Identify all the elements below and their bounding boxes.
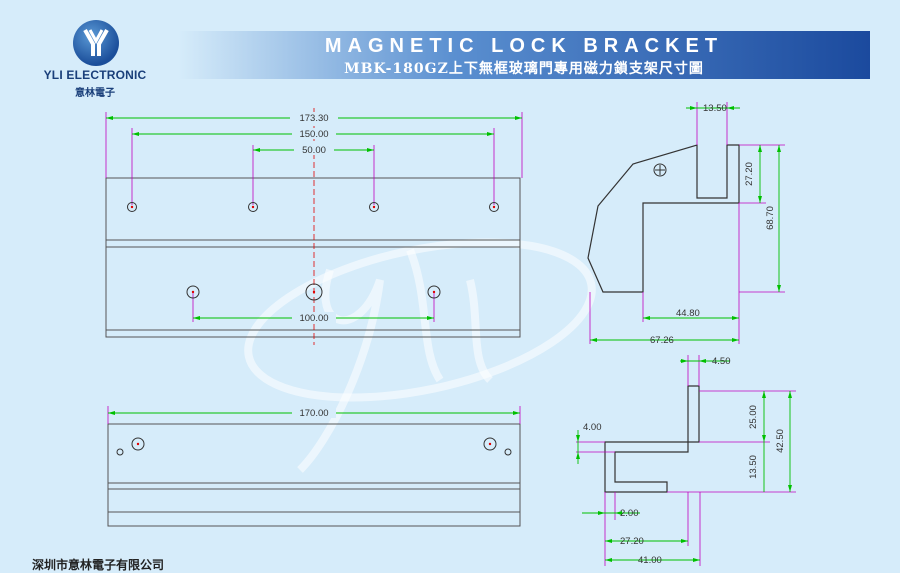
mounting-hole xyxy=(116,448,124,456)
dim-outer-holes: 150.00 xyxy=(299,129,328,140)
title-banner: MAGNETIC LOCK BRACKET MBK-180GZ上下無框玻璃門專用… xyxy=(178,31,870,79)
mounting-hole xyxy=(427,285,441,299)
dim-inner-holes: 50.00 xyxy=(302,145,326,156)
bottom-view: 170.00 xyxy=(107,406,521,527)
profile-view: 4.50 25.00 42.50 13.50 4.00 2.00 27.20 4… xyxy=(576,355,796,566)
dim-inner-depth: 44.80 xyxy=(676,308,700,319)
mounting-hole xyxy=(489,202,499,212)
mounting-hole xyxy=(248,202,258,212)
dim-thickness: 4.50 xyxy=(712,356,731,367)
mounting-hole xyxy=(369,202,379,212)
watermark-logo xyxy=(244,238,596,473)
dim-inner-lip: 2.00 xyxy=(620,508,639,519)
mounting-hole xyxy=(127,202,137,212)
dim-top-flange: 13.50 xyxy=(703,103,727,114)
dim-total-height-profile: 42.50 xyxy=(775,429,786,453)
brand-logo: YLI ELECTRONIC 意林電子 xyxy=(30,12,160,102)
dim-flange-height: 27.20 xyxy=(744,162,755,186)
dim-overall-top: 173.30 xyxy=(299,113,328,124)
dim-lower-holes: 100.00 xyxy=(299,313,328,324)
top-view: 173.30 150.00 50.00 100.00 xyxy=(105,108,523,345)
dim-overall-bottom: 170.00 xyxy=(299,408,328,419)
page-title: MAGNETIC LOCK BRACKET xyxy=(324,35,724,57)
dim-total-height: 68.70 xyxy=(765,206,776,230)
side-view: 13.50 27.20 68.70 44.80 67.26 xyxy=(587,102,785,346)
dim-total-width: 41.00 xyxy=(638,555,662,566)
mounting-hole xyxy=(186,285,200,299)
yli-logo-icon xyxy=(73,20,119,66)
mounting-hole xyxy=(131,437,145,451)
dim-lip: 4.00 xyxy=(583,422,602,433)
page-subtitle: MBK-180GZ上下無框玻璃門專用磁力鎖支架尺寸圖 xyxy=(344,61,704,77)
dim-upper-height: 25.00 xyxy=(748,405,759,429)
dim-gap: 13.50 xyxy=(748,455,759,479)
mounting-hole xyxy=(483,437,497,451)
brand-name: YLI ELECTRONIC xyxy=(43,68,147,82)
mounting-hole xyxy=(504,448,512,456)
dim-total-depth: 67.26 xyxy=(650,335,674,346)
dim-inner-width: 27.20 xyxy=(620,536,644,547)
footer-note: 深圳市意林電子有限公司 xyxy=(32,558,165,572)
mounting-hole xyxy=(305,283,323,301)
brand-chinese-name: 意林電子 xyxy=(75,88,115,99)
